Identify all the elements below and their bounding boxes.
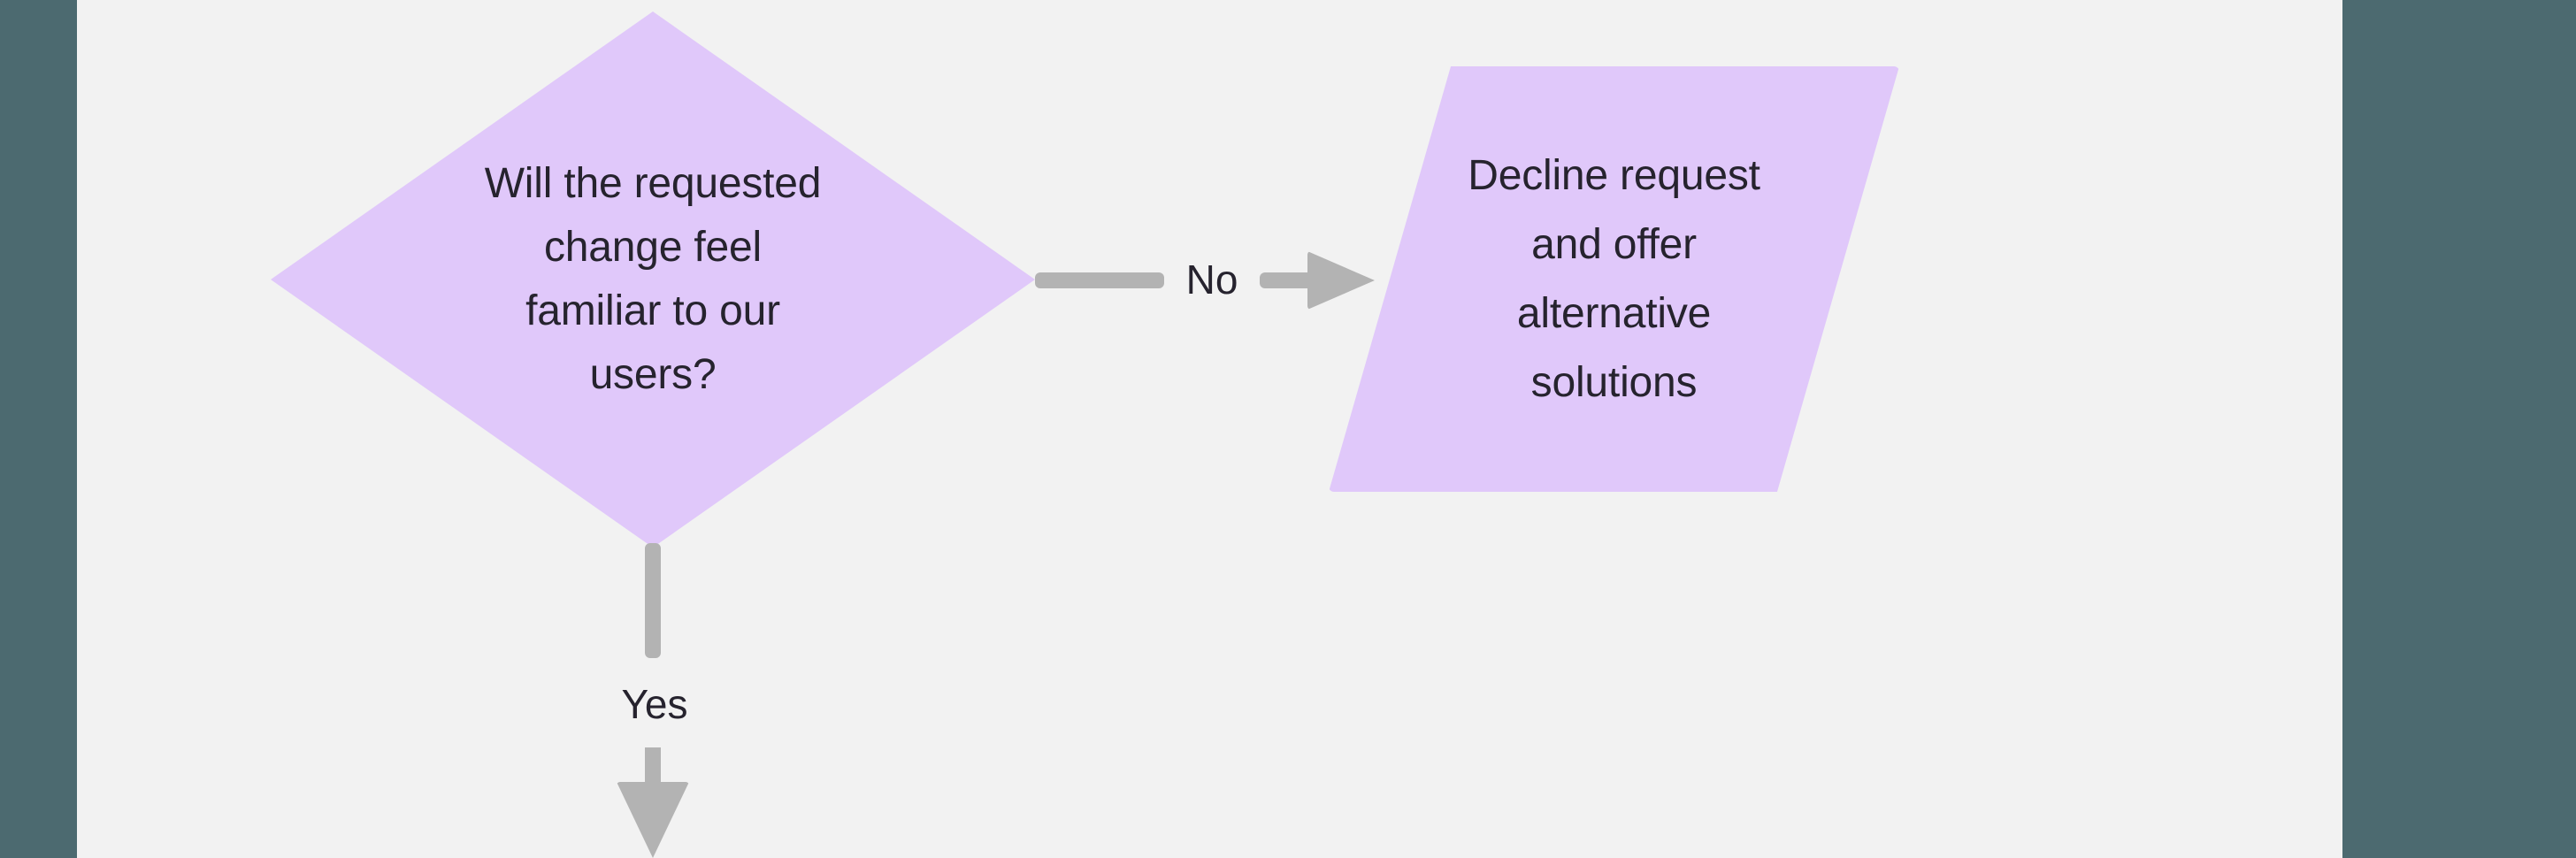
decision-node-familiarity[interactable]: Will the requested change feel familiar … xyxy=(271,11,1035,548)
edge-yes-segment-top xyxy=(645,543,661,658)
edge-label-yes: Yes xyxy=(621,681,688,727)
decision-node-label: Will the requested change feel familiar … xyxy=(484,160,822,398)
arrow-down-icon xyxy=(617,782,689,858)
edge-yes-segment-bottom xyxy=(645,747,661,792)
right-letterbox-rail xyxy=(2342,0,2576,858)
edge-no-segment-left xyxy=(1035,272,1164,288)
left-letterbox-rail xyxy=(0,0,77,858)
process-node-decline-request[interactable]: Decline request and offer alternative so… xyxy=(1329,66,1899,492)
process-node-label: Decline request and offer alternative so… xyxy=(1468,151,1760,406)
edge-label-no: No xyxy=(1185,257,1238,303)
